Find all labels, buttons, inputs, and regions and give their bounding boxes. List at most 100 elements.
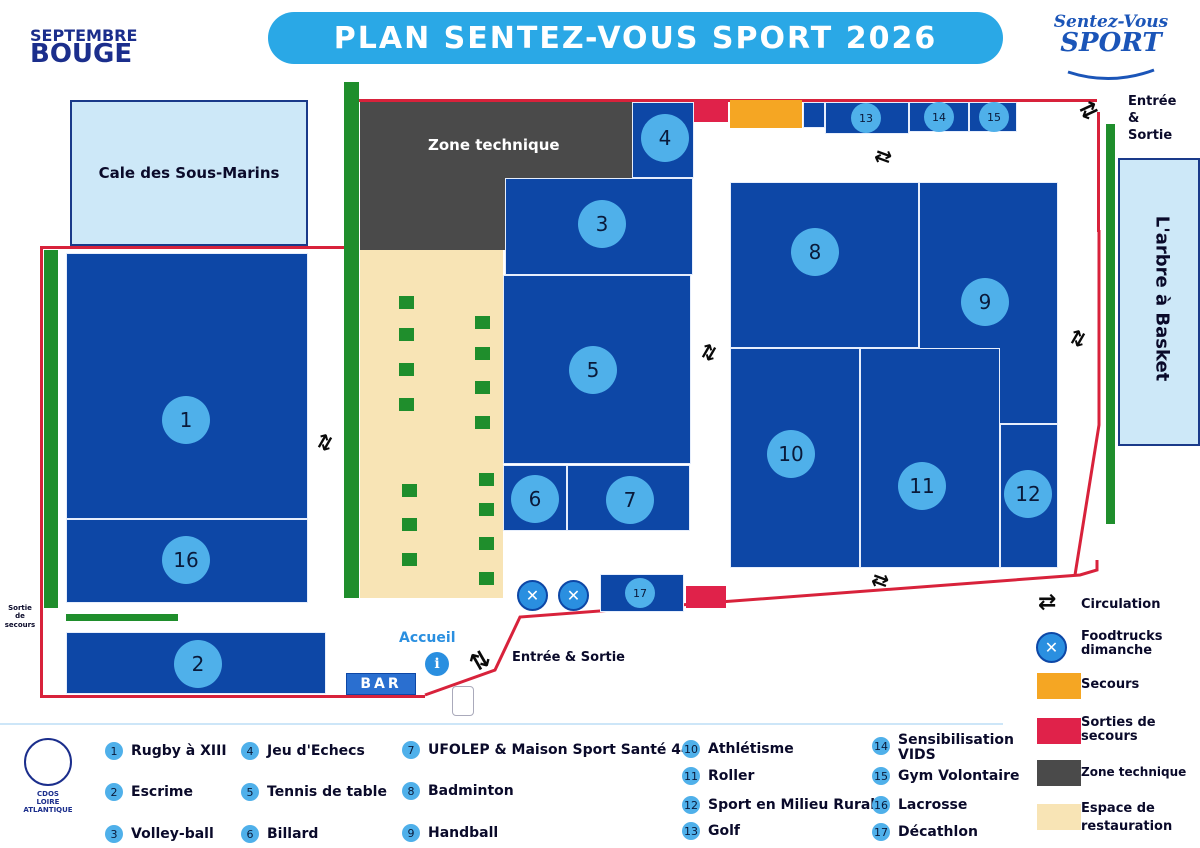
zone-13-strip [803,102,825,128]
legend-item: 1 Rugby à XIII [105,742,227,760]
zone-badge-4: 4 [641,114,689,162]
legend-number: 1 [105,742,123,760]
legend-number: 14 [872,737,890,755]
legend-number: 15 [872,767,890,785]
legend-number: 9 [402,824,420,842]
logo-right-line1: Sentez-Vous [1053,12,1169,32]
legend-number: 5 [241,783,259,801]
sortie-secours-block-top [694,100,728,122]
legend-number: 8 [402,782,420,800]
zone-badge-8: 8 [791,228,839,276]
cdos-line1: CDOS [37,790,59,798]
zone-badge-11: 11 [898,462,946,510]
legend-number: 6 [241,825,259,843]
area-zone-technique-lower [360,178,503,250]
green-fence-right [1106,124,1115,524]
logo-line2: BOUGE [30,39,133,69]
logo-sentez-vous-sport: Sentez-Vous SPORT [1040,12,1182,84]
food-table [479,473,494,486]
legend-label: Tennis de table [267,784,387,800]
legend-number: 16 [872,796,890,814]
secours-block [730,100,802,128]
legend-restauration-label: Espace de restauration [1081,801,1173,835]
legend-label: Rugby à XIII [131,743,227,759]
legend-item: 16 Lacrosse [872,796,967,814]
zone-badge-3: 3 [578,200,626,248]
legend-item: 14 Sensibilisation VIDS [872,733,1018,762]
boundary-bottom-left [40,695,425,698]
area-cale-sous-marins: Cale des Sous-Marins [70,100,308,246]
legend-label: Jeu d'Echecs [267,743,365,759]
boundary-diagonal [424,560,1099,697]
cdos-line3: ATLANTIQUE [23,806,73,814]
legend-label: Handball [428,825,499,841]
boundary-left [40,246,43,698]
circulation-arrow-icon: ⇄ [309,428,339,456]
legend-number: 17 [872,823,890,841]
legend-number: 7 [402,741,420,759]
green-fence-left [44,250,58,608]
logo-septembre-bouge: SEPTEMBRE BOUGE [30,26,154,76]
legend-foodtruck-icon: ✕ [1036,632,1067,663]
food-table [475,416,490,429]
legend-circulation-icon: ⇄ [1038,590,1057,615]
title-banner: PLAN SENTEZ-VOUS SPORT 2026 [268,12,1003,64]
legend-secours-swatch [1037,673,1081,699]
legend-label: Sensibilisation VIDS [898,732,1014,763]
legend-item: 15 Gym Volontaire [872,767,1020,785]
circulation-arrow-icon: ⇄ [693,338,723,366]
food-table [475,381,490,394]
legend-label: Lacrosse [898,797,968,813]
food-table [399,398,414,411]
logo-right-line2: SPORT [1060,28,1162,58]
zone-badge-15: 15 [979,102,1009,132]
food-table [402,518,417,531]
legend-label: Volley-ball [131,826,214,842]
food-table [479,572,494,585]
legend-number: 4 [241,742,259,760]
legend-sorties-label: Sorties de secours [1081,715,1156,745]
page-title: PLAN SENTEZ-VOUS SPORT 2026 [333,20,938,56]
accueil-label: Accueil [399,630,456,646]
zone-badge-16: 16 [162,536,210,584]
legend-technique-label: Zone technique [1081,765,1187,779]
green-fence-center [344,82,359,598]
circulation-arrow-icon: ⇄ [871,141,896,171]
zone-badge-14: 14 [924,102,954,132]
info-icon: i [425,652,449,676]
food-table [475,347,490,360]
food-table [399,328,414,341]
legend-restauration-swatch [1037,804,1081,830]
cale-label: Cale des Sous-Marins [98,164,280,182]
boundary-right-lower [1073,230,1101,576]
boundary-right [1097,112,1100,232]
zone-badge-7: 7 [606,476,654,524]
legend-label: Badminton [428,783,514,799]
legend-secours-label: Secours [1081,677,1140,692]
legend-number: 13 [682,822,700,840]
legend-label: Gym Volontaire [898,768,1020,784]
zone-badge-13: 13 [851,103,881,133]
green-fence-bottom [66,614,178,621]
legend-number: 11 [682,767,700,785]
legend-number: 10 [682,740,700,758]
legend-label: Athlétisme [708,741,794,757]
food-table [402,553,417,566]
food-table [479,503,494,516]
cdos-emblem-icon [24,738,72,786]
entree-top-label: Entrée & Sortie [1128,94,1177,143]
food-table [399,363,414,376]
zone-badge-2: 2 [174,640,222,688]
zone-11 [860,348,1000,568]
sortie-secours-block-bottom [686,586,726,608]
small-logo-icon [452,686,474,716]
cdos-line2: LOIRE [36,798,60,806]
area-arbre-basket: L'arbre à Basket [1118,158,1200,446]
zone-technique-label: Zone technique [428,136,560,154]
